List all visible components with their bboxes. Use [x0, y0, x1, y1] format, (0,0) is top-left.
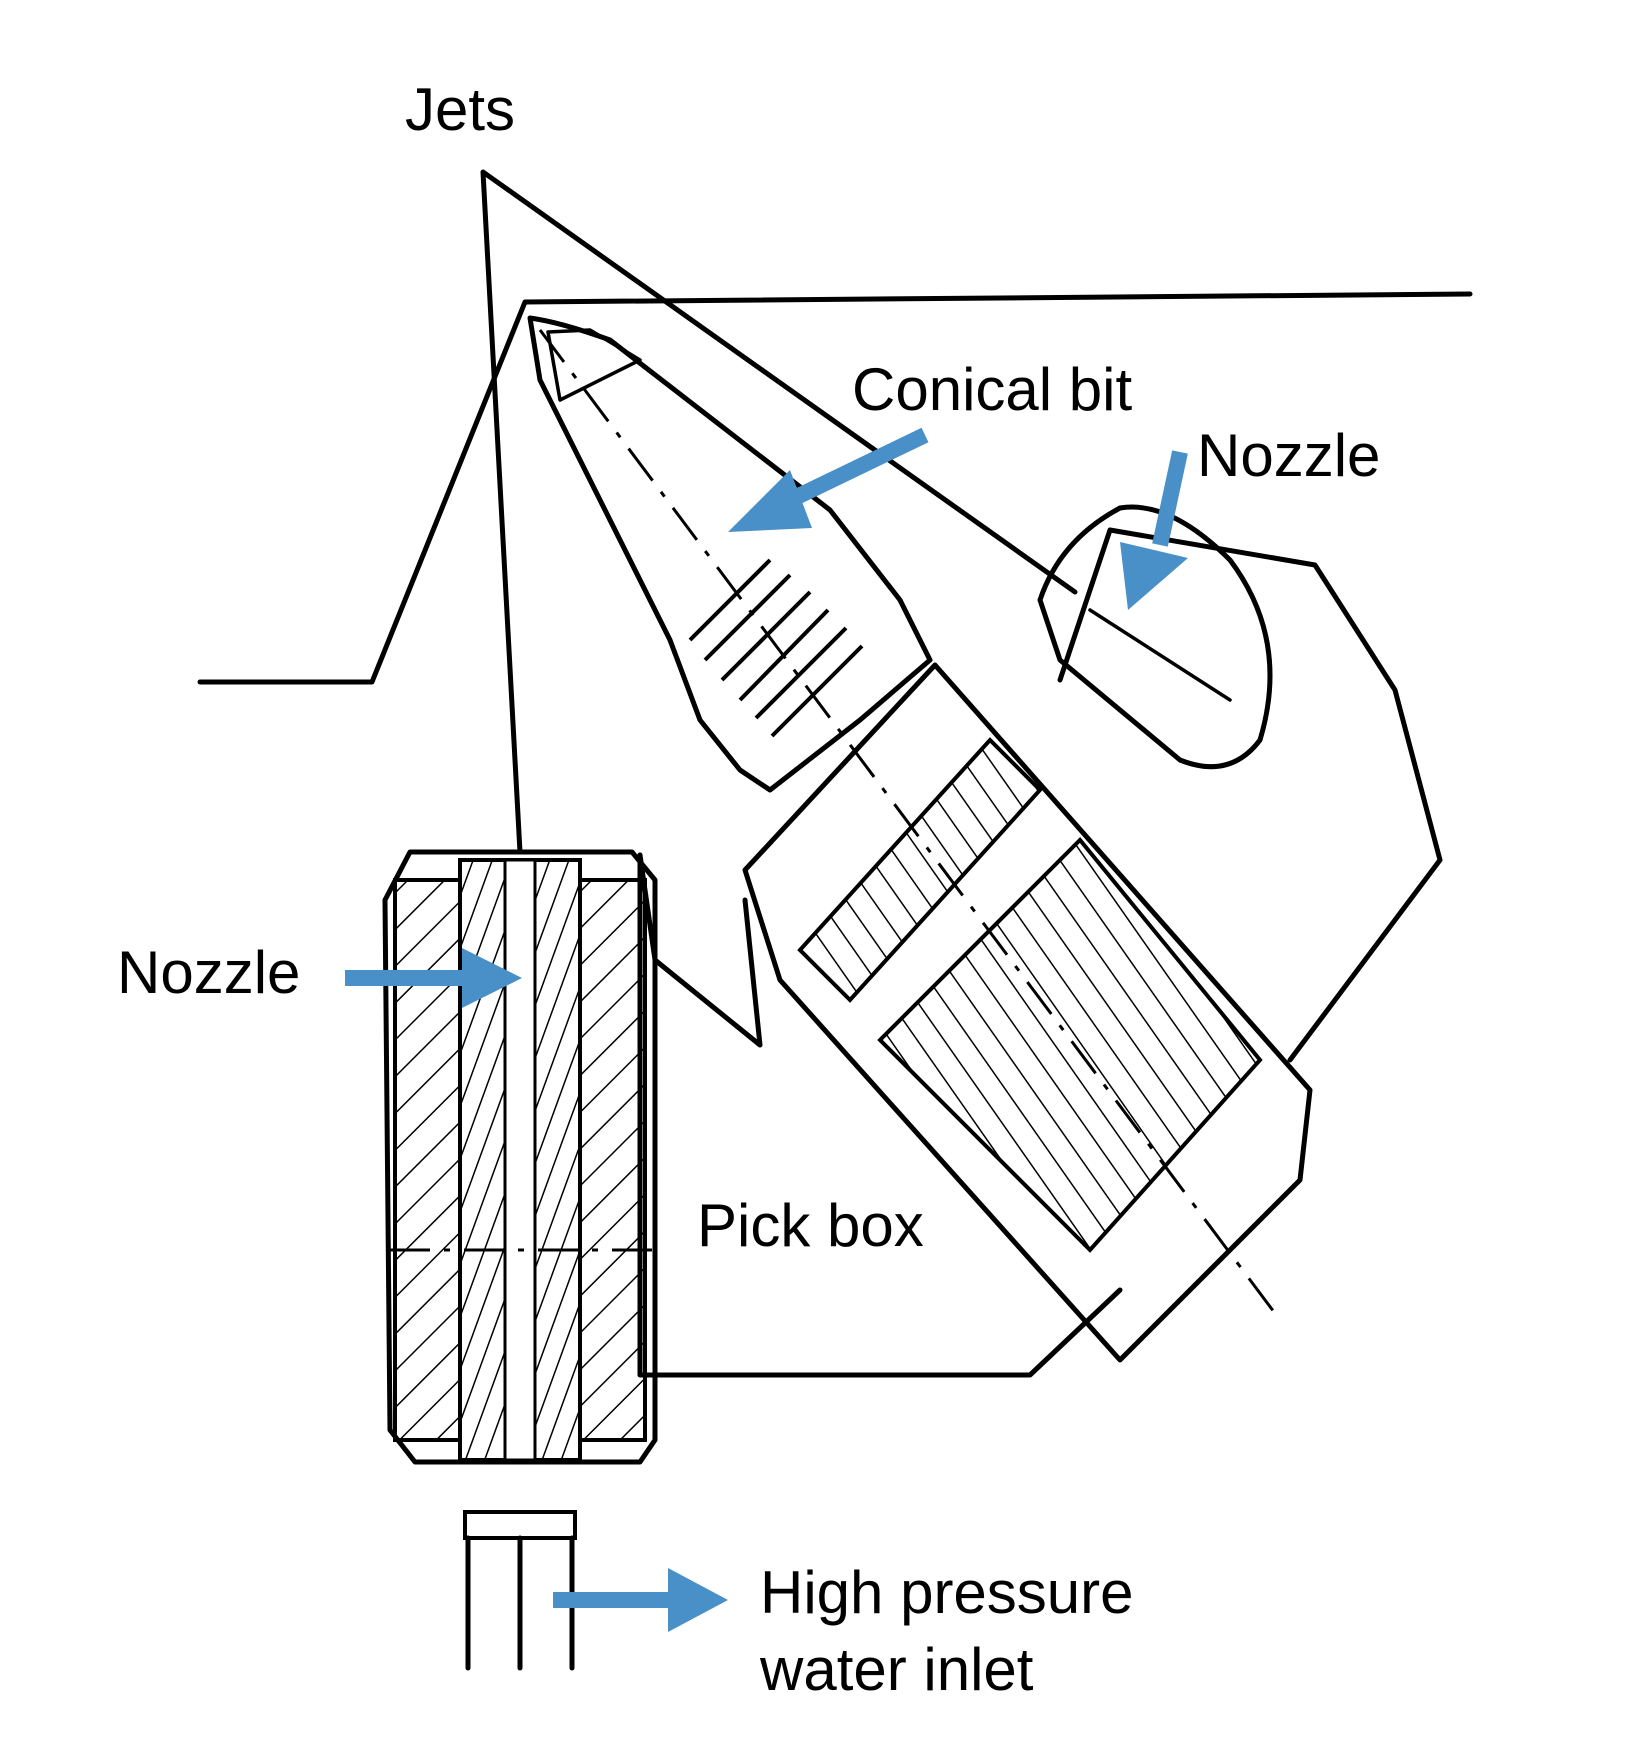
left-nozzle-arrow	[345, 948, 522, 1008]
conical-bit-label: Conical bit	[852, 356, 1133, 423]
left-nozzle-housing	[382, 849, 658, 1465]
water-inlet-pipe	[463, 1510, 577, 1671]
right-nozzle-arrow	[1120, 450, 1188, 610]
conical-bit	[527, 315, 933, 793]
nozzle-label-top: Nozzle	[1197, 422, 1381, 489]
water-inlet-label-line2: water inlet	[760, 1636, 1034, 1703]
cut-profile-line	[197, 291, 1473, 685]
pick-box-label: Pick box	[697, 1192, 924, 1259]
nozzle-label-left: Nozzle	[117, 939, 301, 1006]
conical-bit-arrow	[728, 427, 929, 532]
jets-label: Jets	[405, 76, 516, 143]
water-inlet-arrow	[553, 1568, 728, 1632]
bit-holder	[538, 329, 1313, 1363]
right-nozzle-body	[1037, 504, 1273, 770]
water-inlet-label-line1: High pressure	[760, 1559, 1134, 1626]
right-casing	[1057, 527, 1443, 1063]
